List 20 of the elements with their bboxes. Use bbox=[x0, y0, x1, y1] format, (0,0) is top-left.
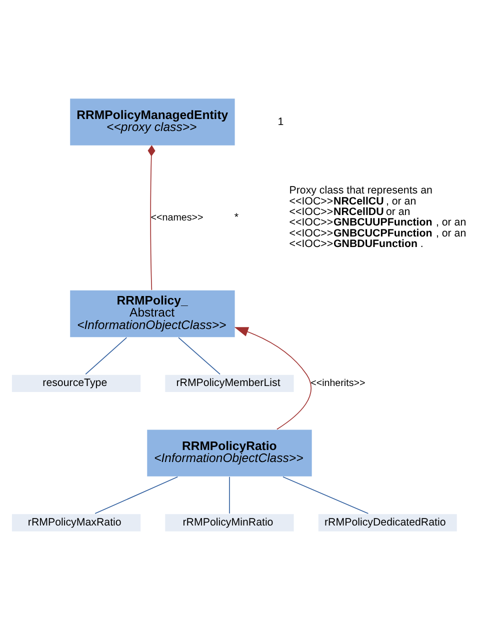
connector bbox=[94, 476, 178, 514]
node-box: RRMPolicyRatio <InformationObjectClass>> bbox=[146, 428, 313, 478]
arrow bbox=[234, 327, 312, 430]
connector bbox=[178, 337, 220, 375]
node-box: RRMPolicy_ Abstract <InformationObjectClass>> bbox=[69, 290, 236, 338]
node-box: rRMPolicyMinRatio bbox=[164, 513, 295, 532]
node-box: rRMPolicyMemberList bbox=[164, 374, 295, 393]
node-box: RRMPolicyManagedEntity <<proxy class>> bbox=[69, 98, 236, 146]
node-box: resourceType bbox=[11, 374, 142, 393]
connector bbox=[85, 337, 128, 375]
label: Proxy class that represents an <<IOC>>NRCellCU, or an <<IOC>>NRCellDU or an <<IOC>>GNBCUUPFunction, or an <<IOC>>GNBCUCPFunction, or an <<IOC>>GNBDUFunction. bbox=[289, 184, 466, 250]
edge-label: <<inherits>> bbox=[310, 378, 366, 389]
node-box: rRMPolicyMaxRatio bbox=[11, 513, 142, 532]
connector bbox=[229, 476, 230, 514]
label: 1 bbox=[278, 116, 284, 128]
label: * bbox=[234, 212, 239, 224]
edge-label: <<names>> bbox=[150, 212, 204, 224]
connector bbox=[148, 145, 156, 290]
connector bbox=[282, 476, 369, 514]
node-box: rRMPolicyDedicatedRatio bbox=[318, 513, 458, 532]
